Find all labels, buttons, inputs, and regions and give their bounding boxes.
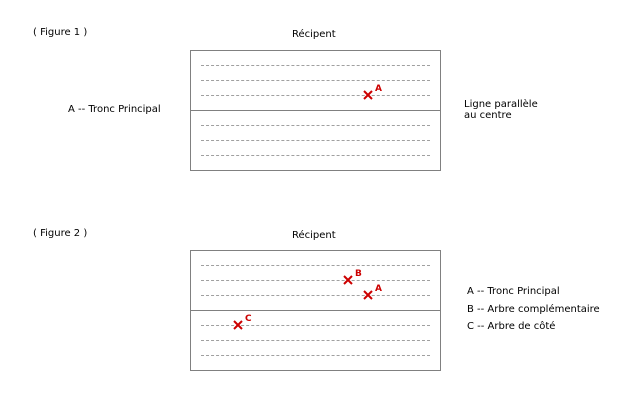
figure1-caption: ( Figure 1 )	[33, 27, 88, 38]
figure1-container-box	[190, 50, 441, 171]
figure2-caption: ( Figure 2 )	[33, 228, 88, 239]
figure1-container-label: Récipent	[292, 29, 336, 40]
figure1-dashed-line	[201, 155, 430, 156]
figure1-right-label-line2: au centre	[464, 110, 512, 121]
figure2-dashed-line	[201, 280, 430, 281]
figure1-left-label: A -- Tronc Principal	[68, 104, 161, 115]
figure2-center-line	[191, 310, 440, 311]
figure2-dashed-line	[201, 325, 430, 326]
figure2-mark-label-c: C	[245, 314, 252, 324]
figure1-dashed-line	[201, 125, 430, 126]
figure2-dashed-line	[201, 265, 430, 266]
figure1-dashed-line	[201, 65, 430, 66]
cross-icon	[363, 90, 373, 100]
figure2-legend-item: C -- Arbre de côté	[467, 321, 556, 332]
figure2-container-label: Récipent	[292, 230, 336, 241]
figure1-dashed-line	[201, 80, 430, 81]
figure2-dashed-line	[201, 295, 430, 296]
figure1-dashed-line	[201, 95, 430, 96]
cross-icon	[363, 290, 373, 300]
figure2-legend-item: B -- Arbre complémentaire	[467, 304, 600, 315]
cross-icon	[233, 320, 243, 330]
figure2-mark-label-a: A	[375, 284, 382, 294]
figure1-dashed-line	[201, 140, 430, 141]
figure1-center-line	[191, 110, 440, 111]
figure2-legend-item: A -- Tronc Principal	[467, 286, 560, 297]
cross-icon	[343, 275, 353, 285]
figure2-container-box	[190, 250, 441, 371]
figure2-mark-label-b: B	[355, 269, 362, 279]
figure2-dashed-line	[201, 340, 430, 341]
figure2-dashed-line	[201, 355, 430, 356]
figure1-right-label-line1: Ligne parallèle	[464, 99, 538, 110]
figure1-mark-label-a: A	[375, 84, 382, 94]
